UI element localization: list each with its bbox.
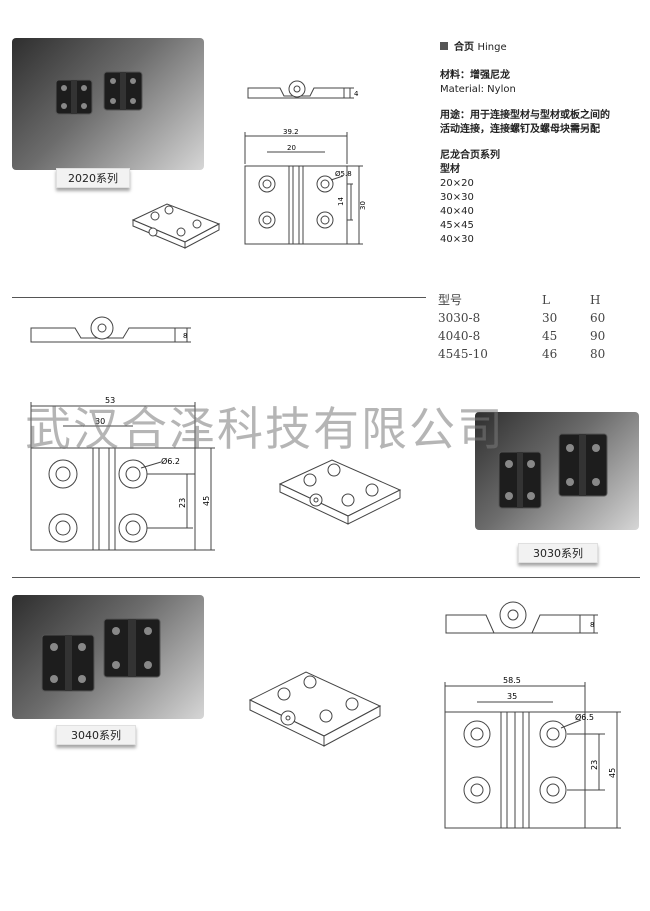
- svg-text:23: 23: [178, 498, 187, 508]
- svg-text:53: 53: [105, 396, 115, 405]
- square-bullet-icon: [440, 42, 448, 50]
- svg-text:45: 45: [608, 768, 617, 778]
- svg-text:8: 8: [183, 332, 187, 340]
- profile-item: 40×40: [440, 206, 474, 217]
- drawing-3030-side: 8: [30, 316, 191, 343]
- section-divider: [12, 297, 426, 298]
- svg-text:39.2: 39.2: [283, 128, 299, 136]
- profile-item: 30×30: [440, 192, 474, 203]
- table-header-row: 型号 L H: [438, 292, 601, 308]
- profile-item: 20×20: [440, 178, 474, 189]
- page-title: 合页 Hinge: [440, 38, 645, 53]
- usage-line-2: 活动连接，连接螺钉及螺母块需另配: [440, 124, 600, 135]
- svg-text:45: 45: [202, 496, 211, 506]
- hinge-pair-image: [41, 618, 161, 692]
- caption-2020: 2020系列: [56, 168, 130, 188]
- profile-label: 型材: [440, 164, 460, 175]
- caption-3040: 3040系列: [56, 725, 136, 745]
- profile-item: 40×30: [440, 234, 474, 245]
- svg-text:Ø6.5: Ø6.5: [575, 712, 594, 722]
- company-watermark: 武汉合泽科技有限公司: [25, 402, 505, 456]
- svg-text:58.5: 58.5: [503, 676, 521, 685]
- svg-text:Ø5.8: Ø5.8: [335, 170, 352, 178]
- drawing-3030-iso: [278, 459, 402, 525]
- svg-text:30: 30: [95, 417, 105, 426]
- drawing-3040-iso: [248, 671, 382, 747]
- drawing-2020-side: 4: [247, 80, 359, 99]
- photo-2020-hinge: [12, 38, 204, 170]
- photo-3040-hinge: [12, 595, 204, 719]
- svg-text:35: 35: [507, 692, 517, 701]
- svg-text:14: 14: [337, 197, 345, 206]
- series-title: 尼龙合页系列: [440, 150, 500, 161]
- material-en: Material: Nylon: [440, 84, 516, 95]
- drawing-3040-side: 8: [445, 601, 598, 634]
- usage-line-1: 用途：用于连接型材与型材或板之间的: [440, 110, 610, 121]
- hinge-pair-image: [55, 71, 143, 115]
- material-cn: 材料：增强尼龙: [440, 70, 510, 81]
- hinge-pair-image: [498, 433, 608, 509]
- section-divider: [12, 577, 640, 578]
- photo-3030-hinge: [475, 412, 639, 530]
- svg-text:Ø6.2: Ø6.2: [161, 456, 180, 466]
- drawing-3040-front: 58.5 35 Ø6.5 23 45: [444, 676, 621, 829]
- drawing-2020-iso: [131, 203, 221, 249]
- svg-text:4: 4: [354, 90, 359, 98]
- svg-text:20: 20: [287, 144, 296, 152]
- drawing-2020-front: 39.2 20 Ø5.8 14 30: [244, 128, 367, 245]
- caption-3030: 3030系列: [518, 543, 598, 563]
- profile-item: 45×45: [440, 220, 474, 231]
- svg-text:23: 23: [590, 760, 599, 770]
- svg-text:30: 30: [359, 201, 367, 210]
- header-block: 合页 Hinge 材料：增强尼龙 Material: Nylon 用途：用于连接…: [440, 38, 645, 247]
- svg-text:8: 8: [590, 621, 594, 629]
- drawing-3030-front: 53 30 Ø6.2 23 45: [30, 396, 215, 551]
